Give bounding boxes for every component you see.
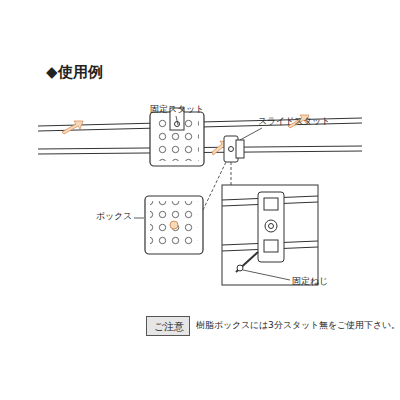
note-text: 樹脂ボックスには3分スタット無をご使用下さい。 — [196, 320, 400, 330]
callout-label: ボックス — [96, 211, 132, 221]
leader-line — [134, 116, 290, 280]
notice-heading: ご注意 — [154, 320, 182, 334]
callout-label: 固定スタット — [150, 104, 204, 114]
callout-label: 固定ねじ — [292, 276, 328, 286]
junction-box — [150, 108, 204, 166]
callout-label: スライドスタット — [258, 116, 330, 126]
title: ◆使用例 — [46, 64, 103, 81]
detail-inset — [222, 185, 318, 285]
junction-box — [145, 196, 203, 254]
notice-box: ご注意 — [146, 316, 190, 336]
